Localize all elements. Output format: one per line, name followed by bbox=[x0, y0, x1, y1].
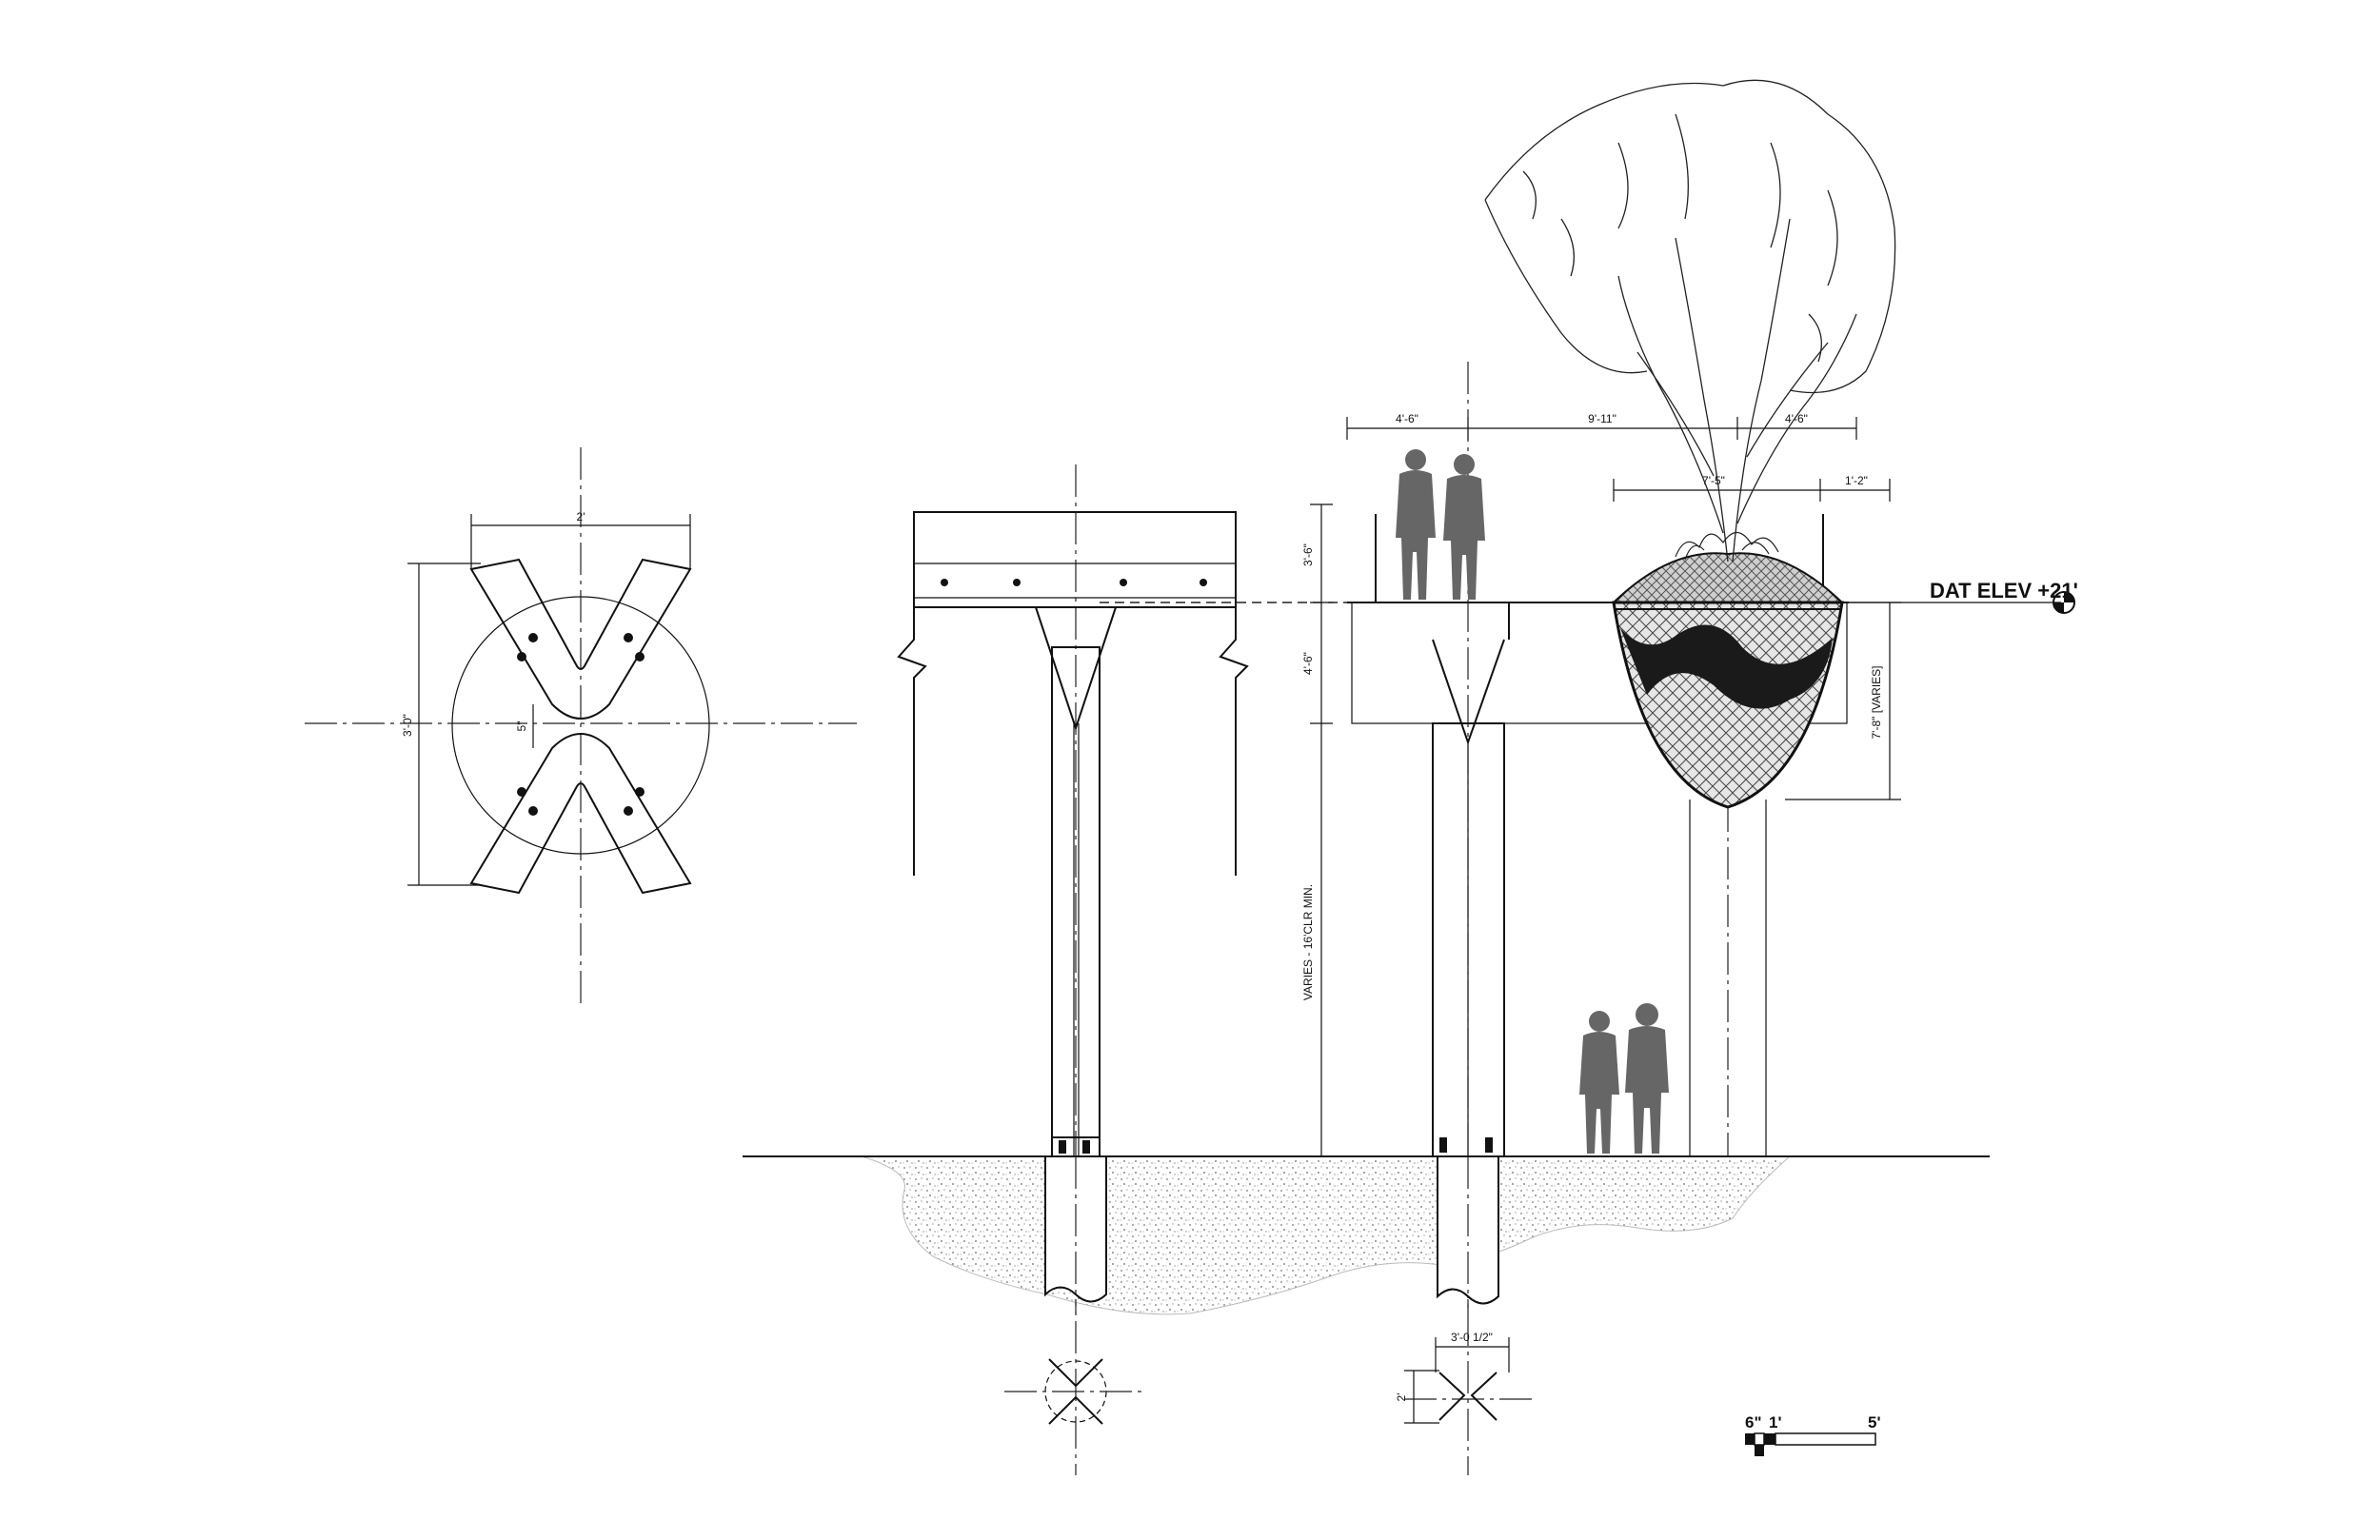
planter-shrubs bbox=[1675, 531, 1779, 561]
beam-depth-label: 4'-6" bbox=[1301, 652, 1315, 675]
base-height-label: 2' bbox=[1395, 1393, 1408, 1402]
piles-over-soil bbox=[1044, 1155, 1499, 1313]
planter-mound bbox=[1611, 552, 1845, 603]
planter-dimension-chain: 7'-5" 1'-2" bbox=[1613, 474, 1891, 502]
person-figure bbox=[1443, 454, 1485, 600]
base-width-label: 3'-0 1/2" bbox=[1451, 1331, 1493, 1344]
left-break-line bbox=[897, 607, 927, 876]
left-vertical-dimensions: 3'-6" 4'-6" VARIES - 16'CLR MIN. bbox=[1301, 503, 1333, 1156]
person-figure bbox=[1579, 1011, 1619, 1154]
elevation-gusset bbox=[1035, 606, 1117, 732]
right-break-line bbox=[1219, 607, 1249, 876]
person-figure bbox=[1625, 1003, 1669, 1154]
upper-angle-plate bbox=[469, 558, 692, 720]
ground bbox=[743, 1155, 1990, 1315]
person-figure bbox=[1396, 449, 1436, 600]
datum-label: DAT ELEV +21' bbox=[1930, 579, 2078, 602]
top-dimension-chain: 4'-6" 9'-11" 4'-6" bbox=[1346, 412, 1857, 440]
people-on-deck bbox=[1396, 449, 1485, 600]
left-cantilever-label: 4'-6" bbox=[1396, 412, 1418, 425]
column-elevation bbox=[897, 464, 1249, 1475]
planter-bowl bbox=[1611, 552, 1845, 809]
plan-gap-label: 5" bbox=[515, 721, 528, 732]
plan-bolts bbox=[517, 633, 645, 816]
column-plan-view: 2' 3'-0" 5" bbox=[305, 447, 857, 1009]
scale-bar: 6" 1' 5' bbox=[1745, 1413, 1881, 1456]
plan-width-dimension: 2' bbox=[470, 510, 691, 569]
scale-label-5ft: 5' bbox=[1868, 1413, 1881, 1431]
rail-height-label: 3'-6" bbox=[1301, 543, 1315, 566]
plan-height-dimension: 3'-0" bbox=[401, 563, 481, 886]
beam-bolts bbox=[941, 579, 1207, 586]
plan-height-label: 3'-0" bbox=[401, 714, 414, 737]
datum-marker: DAT ELEV +21' bbox=[1847, 579, 2078, 614]
base-plan-detail: 3'-0 1/2" 2' bbox=[1395, 1331, 1537, 1424]
plan-pile-circle bbox=[451, 596, 710, 855]
column-section-symbol bbox=[1004, 1358, 1147, 1425]
plan-width-label: 2' bbox=[577, 510, 585, 523]
plan-gap-dimension: 5" bbox=[515, 704, 534, 748]
lower-angle-plate bbox=[469, 733, 692, 895]
deck-beam-outline bbox=[1351, 602, 1848, 724]
soil-mass bbox=[861, 1155, 1792, 1315]
planter-depth-label: 7'-8" [VARIES] bbox=[1870, 665, 1883, 739]
elevation-beam bbox=[913, 511, 1237, 608]
scale-label-6in: 6" bbox=[1745, 1413, 1762, 1431]
right-cantilever-label: 4'-6" bbox=[1785, 412, 1808, 425]
planter-width-label: 7'-5" bbox=[1702, 474, 1725, 487]
scale-label-1ft: 1' bbox=[1769, 1413, 1782, 1431]
span-label: 9'-11" bbox=[1588, 412, 1616, 425]
clearance-label: VARIES - 16'CLR MIN. bbox=[1301, 884, 1315, 1000]
planter-soil-layer bbox=[1620, 624, 1833, 709]
people-on-ground bbox=[1579, 1003, 1669, 1154]
tree-sketch bbox=[1484, 79, 1896, 563]
planter-offset-label: 1'-2" bbox=[1845, 474, 1868, 487]
